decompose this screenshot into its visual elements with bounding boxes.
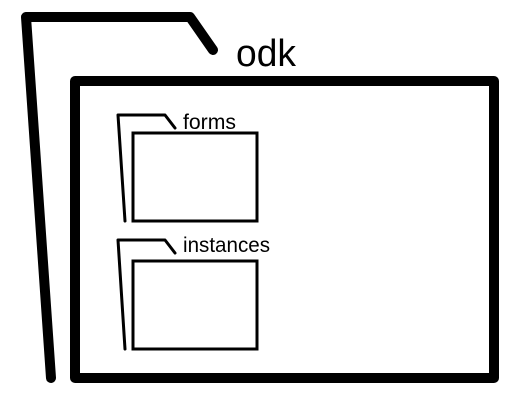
- forms-folder-front-icon: [131, 131, 259, 223]
- root-folder-back-tab-icon: [21, 12, 218, 383]
- instances-folder-label: instances: [183, 234, 270, 257]
- root-folder-label: odk: [236, 33, 297, 75]
- forms-folder-back-tab-icon: [116, 113, 177, 223]
- instances-folder-back-tab-icon: [116, 238, 177, 351]
- instances-folder-front-icon: [131, 259, 259, 351]
- root-folder: odk: [21, 12, 499, 383]
- subfolder-instances: instances: [116, 234, 270, 351]
- forms-folder-label: forms: [183, 111, 236, 134]
- subfolder-forms: forms: [116, 111, 259, 223]
- root-folder-front-icon: [70, 76, 499, 383]
